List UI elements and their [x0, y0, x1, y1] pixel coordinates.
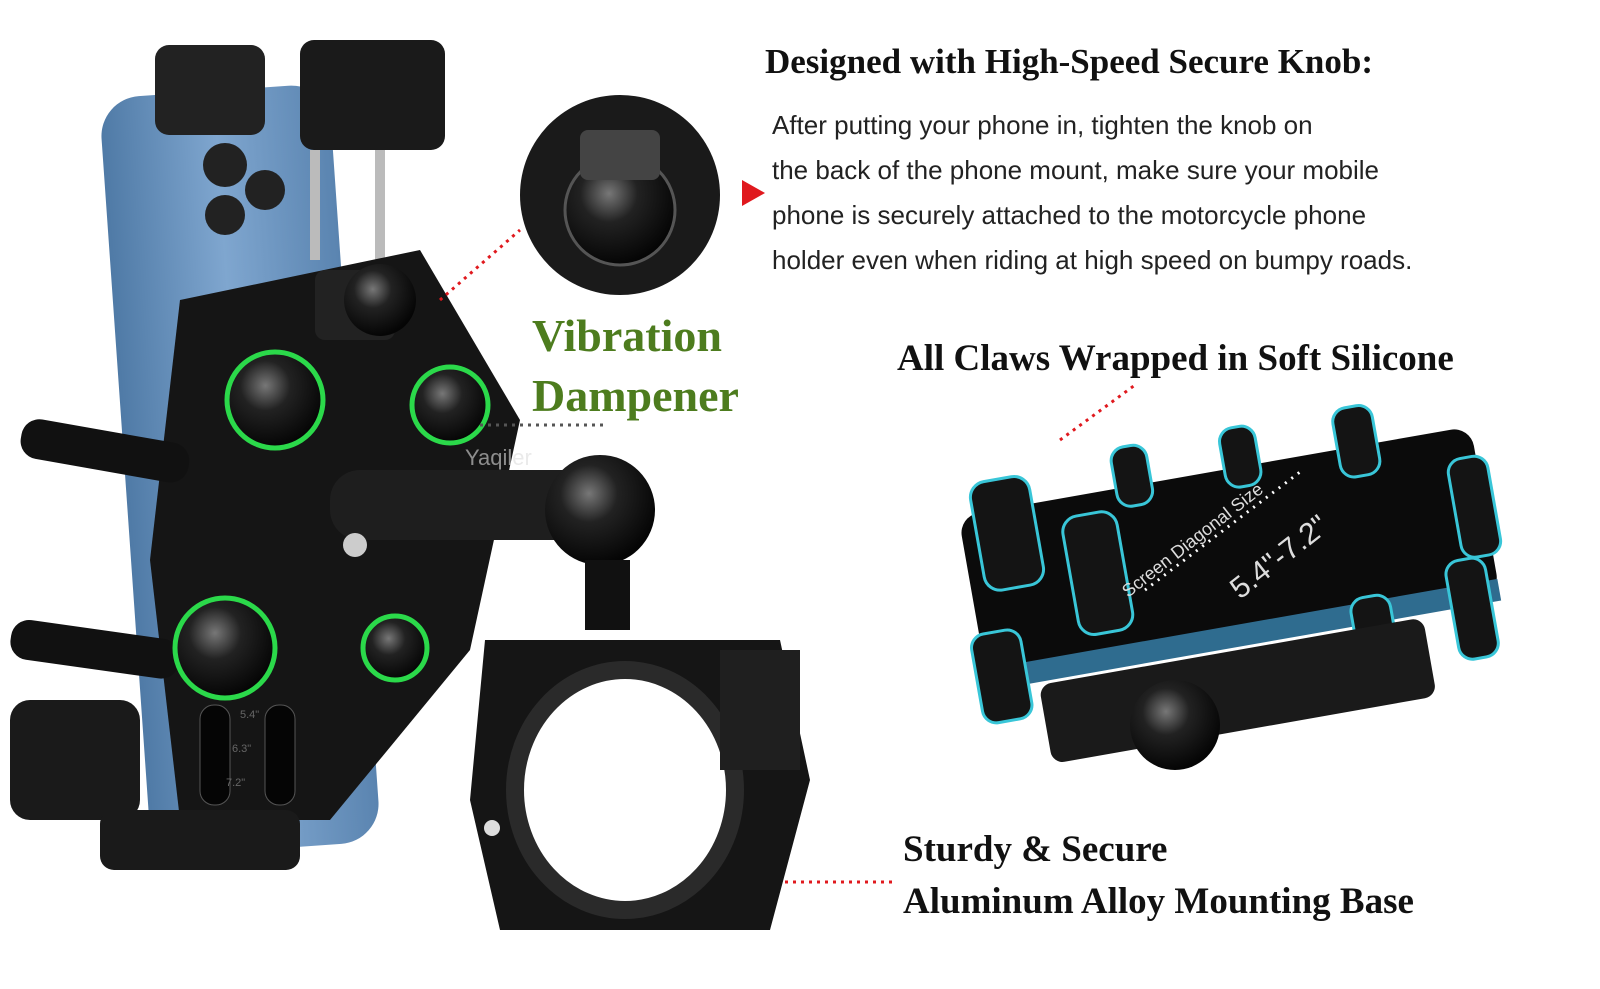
knob-line: the back of the phone mount, make sure y… [772, 155, 1380, 185]
knob-line: phone is securely attached to the motorc… [772, 200, 1367, 230]
claws-title: All Claws Wrapped in Soft Silicone [897, 338, 1454, 379]
dampener-label: Vibration Dampener [532, 306, 739, 426]
top-claw [300, 40, 445, 150]
handlebar-clamp [470, 640, 810, 930]
knob-callout-line [439, 228, 521, 302]
claws-callout-line [1059, 383, 1136, 442]
phone-mount-front-view: 5.4" 6.3" 7.2" Yaqiler [10, 40, 810, 930]
vibration-dampeners [172, 349, 491, 701]
slot-mark: 5.4" [240, 709, 259, 721]
knob-title: Designed with High-Speed Secure Knob: [765, 42, 1374, 81]
ball-joint [545, 455, 655, 565]
red-arrow-icon [742, 180, 765, 206]
knob-line: After putting your phone in, tighten the… [772, 110, 1313, 140]
slot-mark: 6.3" [232, 743, 251, 755]
slot-mark: 7.2" [226, 777, 245, 789]
dampener-line2: Dampener [532, 370, 739, 421]
dampener-line1: Vibration [532, 310, 722, 361]
base-line1: Sturdy & Secure [903, 829, 1168, 870]
knob [344, 264, 416, 336]
watermark: Yaqiler [465, 445, 532, 470]
side-arm [20, 419, 190, 483]
knob-description: After putting your phone in, tighten the… [772, 103, 1412, 283]
knob-line: holder even when riding at high speed on… [772, 245, 1413, 275]
base-line2: Aluminum Alloy Mounting Base [903, 881, 1414, 922]
bottom-claw [100, 810, 300, 870]
